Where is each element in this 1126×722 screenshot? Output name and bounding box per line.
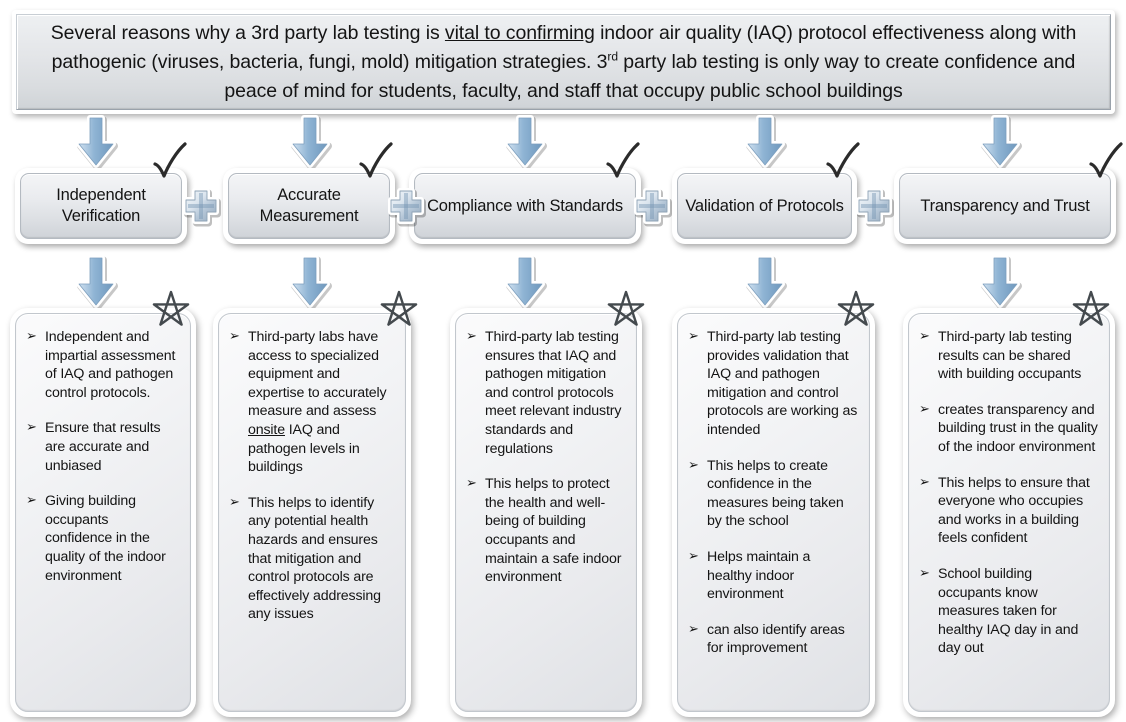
arrow-down-top-2: [289, 115, 332, 171]
checkmark-icon-4: [825, 142, 865, 186]
checkmark-icon-2: [358, 142, 398, 186]
capability-box-independent-verification[interactable]: Independent Verification: [15, 168, 187, 244]
detail-box-face: Independent and impartial assessment of …: [15, 313, 191, 712]
arrow-down-bottom-3: [504, 255, 547, 311]
capability-box-face: Accurate Measurement: [228, 173, 390, 239]
arrow-down-top-1: [75, 115, 118, 171]
arrow-down-top-3: [504, 115, 547, 171]
detail-box-face: Third-party lab testing results can be s…: [908, 313, 1110, 712]
detail-box-face: Third-party labs have access to speciali…: [218, 313, 406, 712]
bullet-list: Third-party lab testing ensures that IAQ…: [466, 327, 625, 587]
plus-connector-3: [632, 186, 672, 227]
bullet-item: Third-party labs have access to speciali…: [229, 327, 394, 477]
checkmark-icon-3: [605, 142, 645, 186]
capability-box-validation-of-protocols[interactable]: Validation of Protocols: [672, 168, 857, 244]
bullet-item: This helps to protect the health and wel…: [466, 474, 625, 587]
bullet-item: Giving building occupants confidence in …: [26, 491, 179, 585]
bullet-item: Third-party lab testing provides validat…: [688, 327, 858, 440]
capability-box-face: Validation of Protocols: [677, 173, 852, 239]
arrow-down-bottom-2: [289, 255, 332, 311]
checkmark-icon-5: [1088, 142, 1126, 186]
bullet-item: Third-party lab testing ensures that IAQ…: [466, 327, 625, 458]
header-banner-face: Several reasons why a 3rd party lab test…: [16, 14, 1111, 110]
capability-label: Transparency and Trust: [920, 196, 1090, 215]
capability-box-compliance-with-standards[interactable]: Compliance with Standards: [409, 168, 641, 244]
capability-label: Accurate Measurement: [259, 186, 359, 225]
capability-box-face: Transparency and Trust: [899, 173, 1111, 239]
bullet-item: Third-party lab testing results can be s…: [919, 327, 1098, 384]
detail-box-face: Third-party lab testing ensures that IAQ…: [455, 313, 637, 712]
bullet-item: Independent and impartial assessment of …: [26, 327, 179, 402]
checkmark-icon-1: [152, 142, 192, 186]
star-icon-2: [378, 289, 420, 331]
bullet-item: creates transparency and building trust …: [919, 400, 1098, 457]
detail-box-transparency-and-trust[interactable]: Third-party lab testing results can be s…: [903, 308, 1115, 717]
header-banner: Several reasons why a 3rd party lab test…: [12, 10, 1115, 114]
plus-connector-4: [854, 186, 894, 227]
capability-box-face: Compliance with Standards: [414, 173, 636, 239]
arrow-down-bottom-4: [744, 255, 787, 311]
bullet-item: This helps to identify any potential hea…: [229, 493, 394, 624]
detail-box-face: Third-party lab testing provides validat…: [677, 313, 870, 712]
bullet-list: Third-party lab testing provides validat…: [688, 327, 858, 658]
detail-box-compliance-with-standards[interactable]: Third-party lab testing ensures that IAQ…: [450, 308, 642, 717]
bullet-item: This helps to create confidence in the m…: [688, 456, 858, 531]
arrow-down-top-4: [744, 115, 787, 171]
capability-box-accurate-measurement[interactable]: Accurate Measurement: [223, 168, 395, 244]
capability-box-face: Independent Verification: [20, 173, 182, 239]
capability-label: Independent Verification: [56, 186, 146, 225]
capability-box-transparency-and-trust[interactable]: Transparency and Trust: [894, 168, 1116, 244]
bullet-item: can also identify areas for improvement: [688, 620, 858, 658]
star-icon-5: [1070, 289, 1112, 331]
bullet-list: Third-party labs have access to speciali…: [229, 327, 394, 624]
bullet-list: Independent and impartial assessment of …: [26, 327, 179, 585]
arrow-down-bottom-5: [979, 255, 1022, 311]
bullet-item: Helps maintain a healthy indoor environm…: [688, 547, 858, 604]
capability-label: Compliance with Standards: [427, 196, 623, 215]
bullet-item: Ensure that results are accurate and unb…: [26, 418, 179, 475]
star-icon-1: [150, 289, 192, 331]
detail-box-validation-of-protocols[interactable]: Third-party lab testing provides validat…: [672, 308, 875, 717]
detail-box-accurate-measurement[interactable]: Third-party labs have access to speciali…: [213, 308, 411, 717]
plus-connector-1: [181, 186, 221, 227]
header-text: Several reasons why a 3rd party lab test…: [50, 21, 1077, 102]
arrow-down-top-5: [979, 115, 1022, 171]
bullet-item: This helps to ensure that everyone who o…: [919, 473, 1098, 548]
detail-box-independent-verification[interactable]: Independent and impartial assessment of …: [10, 308, 196, 717]
star-icon-3: [605, 289, 647, 331]
plus-connector-2: [386, 186, 426, 227]
arrow-down-bottom-1: [75, 255, 118, 311]
bullet-item: School building occupants know measures …: [919, 564, 1098, 658]
star-icon-4: [835, 289, 877, 331]
bullet-list: Third-party lab testing results can be s…: [919, 327, 1098, 658]
capability-label: Validation of Protocols: [685, 196, 844, 215]
